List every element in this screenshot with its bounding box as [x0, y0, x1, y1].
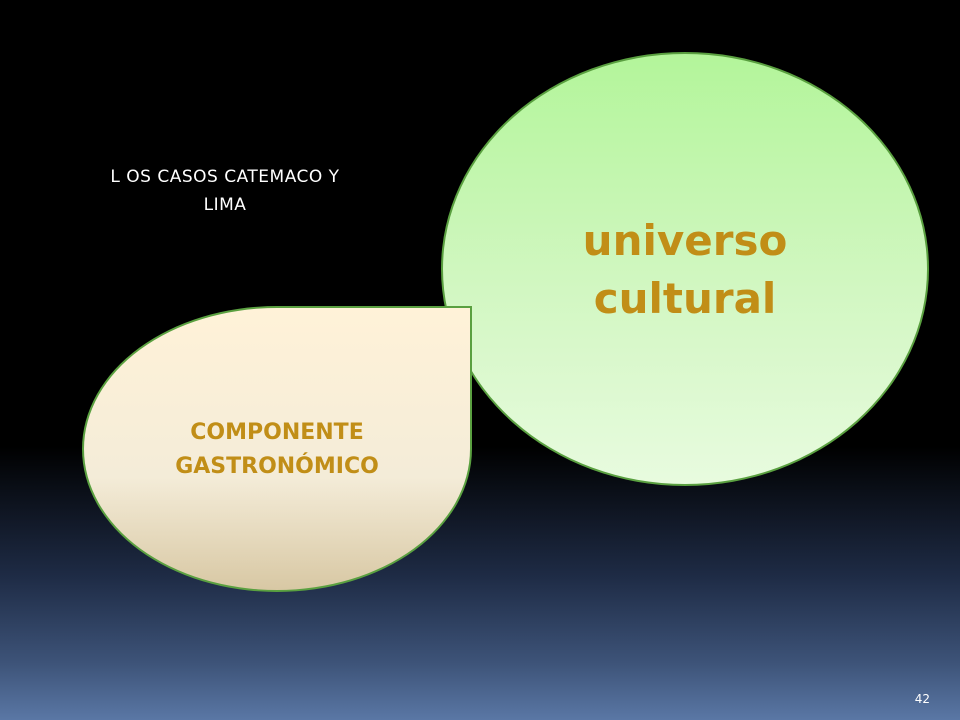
page-number: 42: [914, 692, 930, 706]
slide-subtitle: L OS CASOS CATEMACO Y LIMA: [60, 163, 390, 219]
subtitle-line-1: L OS CASOS CATEMACO Y: [110, 167, 340, 187]
componente-gastronomico-drop: [82, 306, 472, 592]
drop-label: COMPONENTE GASTRONÓMICO: [82, 416, 472, 484]
universo-cultural-circle: [441, 52, 929, 486]
drop-label-line-2: GASTRONÓMICO: [175, 454, 379, 479]
circle-label-line-2: cultural: [593, 274, 777, 323]
drop-label-line-1: COMPONENTE: [190, 420, 364, 445]
circle-label-line-1: universo: [582, 216, 788, 265]
circle-label: universo cultural: [441, 212, 929, 328]
subtitle-line-2: LIMA: [203, 195, 247, 215]
